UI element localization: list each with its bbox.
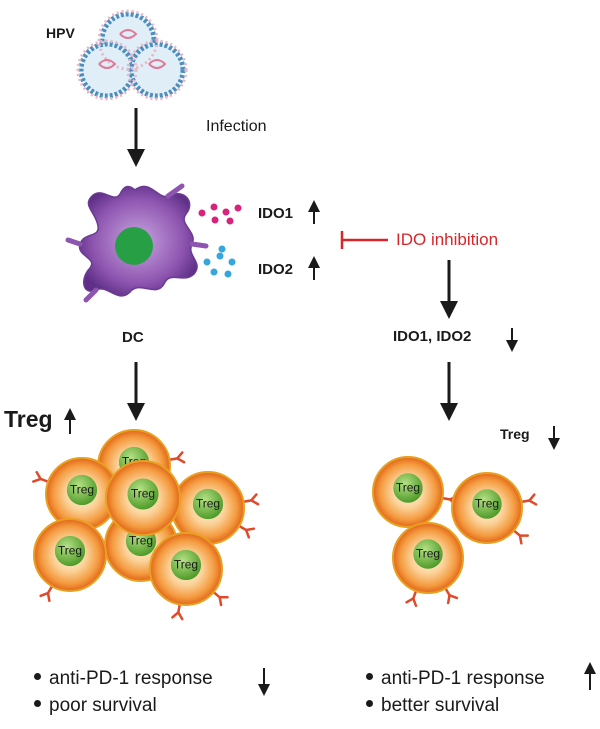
treg-cell: Treg [105, 460, 181, 536]
treg-nucleus [54, 535, 86, 567]
treg-cell-label: Treg [396, 481, 420, 495]
treg-cell-label: Treg [131, 487, 155, 501]
treg-nucleus [472, 489, 502, 519]
treg-cell-label: Treg [58, 544, 82, 558]
treg-nucleus [170, 549, 202, 581]
treg-cell: Treg [32, 457, 119, 531]
hpv-virus-icon [76, 9, 188, 101]
outcome-item: anti-PD-1 response [366, 665, 545, 692]
ido2-molecules-icon [203, 245, 236, 278]
ido-inhibition-label: IDO inhibition [396, 230, 499, 249]
ido1-molecules-icon [198, 203, 242, 225]
treg-cell-label: Treg [475, 497, 499, 511]
treg-cell-label: Treg [416, 547, 440, 561]
treg-nucleus [66, 474, 98, 506]
treg-cell: Treg [372, 456, 459, 528]
virion-2 [78, 41, 136, 99]
treg-nucleus [413, 539, 443, 569]
treg-cell: Treg [33, 518, 107, 603]
treg-cell-label: Treg [129, 534, 153, 548]
inhibition-bar-icon [340, 231, 388, 249]
treg-nucleus [127, 478, 159, 510]
treg-cell-label: Treg [196, 497, 220, 511]
treg-cell-label: Treg [70, 483, 94, 497]
dc-label: DC [122, 329, 144, 346]
treg-nucleus [192, 488, 224, 520]
outcome-item: better survival [366, 692, 545, 719]
outcome-list-left: anti-PD-1 response poor survival [34, 665, 213, 719]
treg-low-label: Treg [500, 426, 530, 442]
treg-cell-label: Treg [174, 558, 198, 572]
treg-cell: Treg [392, 522, 464, 608]
outcome-item: anti-PD-1 response [34, 665, 213, 692]
ido1-label: IDO1 [258, 205, 294, 222]
treg-cell: Treg [149, 532, 229, 621]
ido1-ido2-label: IDO1, IDO2 [393, 328, 472, 345]
treg-high-label: Treg [4, 406, 53, 432]
treg-nucleus [393, 473, 423, 503]
outcome-item: poor survival [34, 692, 213, 719]
ido2-label: IDO2 [258, 261, 294, 278]
infection-label: Infection [206, 118, 267, 135]
hpv-label: HPV [46, 25, 75, 41]
dc-nucleus [115, 227, 153, 265]
treg-cell: Treg [171, 471, 260, 545]
dendritic-cell-icon [65, 183, 209, 303]
virion-3 [128, 41, 186, 99]
treg-cell: Treg [451, 472, 538, 545]
outcome-list-right: anti-PD-1 response better survival [366, 665, 545, 719]
